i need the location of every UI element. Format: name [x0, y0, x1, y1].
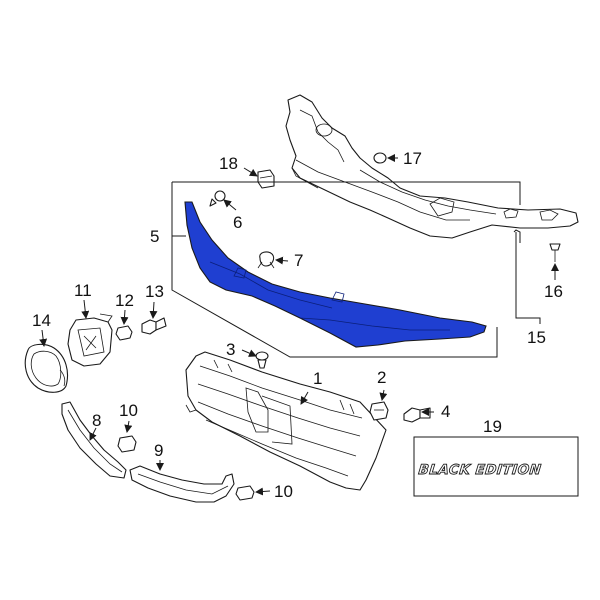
callout-14: 14 — [32, 311, 51, 330]
callout-9: 9 — [154, 441, 163, 460]
callout-16: 16 — [544, 282, 563, 301]
screw-6 — [209, 190, 226, 207]
clip-17 — [373, 152, 387, 164]
callout-4: 4 — [441, 402, 450, 421]
molding-9 — [129, 465, 235, 503]
upper-garnish-highlighted — [184, 201, 487, 348]
clip-10-lower — [235, 485, 255, 501]
callout-13: 13 — [145, 282, 164, 301]
clip-10-upper — [117, 435, 137, 453]
callout-15: 15 — [527, 328, 546, 347]
callout-18: 18 — [219, 154, 238, 173]
grille-1 — [185, 351, 387, 491]
leader-lines — [39, 154, 559, 496]
bolt-13 — [141, 317, 167, 335]
callout-12: 12 — [115, 291, 134, 310]
callout-10-upper: 10 — [119, 401, 138, 420]
callout-7: 7 — [294, 251, 303, 270]
emblem-bracket-11 — [67, 313, 113, 367]
callout-11: 11 — [74, 281, 92, 300]
callout-2: 2 — [377, 368, 386, 387]
screw-3 — [255, 351, 269, 369]
black-edition-emblem: BLACK EDITION — [418, 462, 543, 478]
clip-2 — [369, 401, 389, 421]
clip-7 — [257, 251, 275, 269]
upper-support-panel — [285, 94, 579, 239]
bracket-18 — [257, 169, 275, 189]
callout-10-lower: 10 — [274, 482, 293, 501]
assembly-5-outline — [171, 181, 521, 358]
clip-12 — [115, 325, 133, 341]
callout-labels: 1 2 3 4 5 6 7 8 9 10 10 11 12 13 14 15 1… — [32, 149, 563, 501]
bolt-4 — [403, 407, 431, 423]
callout-3: 3 — [226, 340, 235, 359]
callout-19: 19 — [483, 417, 502, 436]
callout-8: 8 — [92, 411, 101, 430]
callout-17: 17 — [403, 149, 422, 168]
emblem-ring-14 — [24, 343, 69, 393]
screw-16 — [549, 243, 561, 262]
callout-6: 6 — [233, 213, 242, 232]
callout-5: 5 — [150, 227, 159, 246]
emblem-box-19: BLACK EDITION — [413, 436, 579, 497]
callout-1: 1 — [313, 369, 322, 388]
